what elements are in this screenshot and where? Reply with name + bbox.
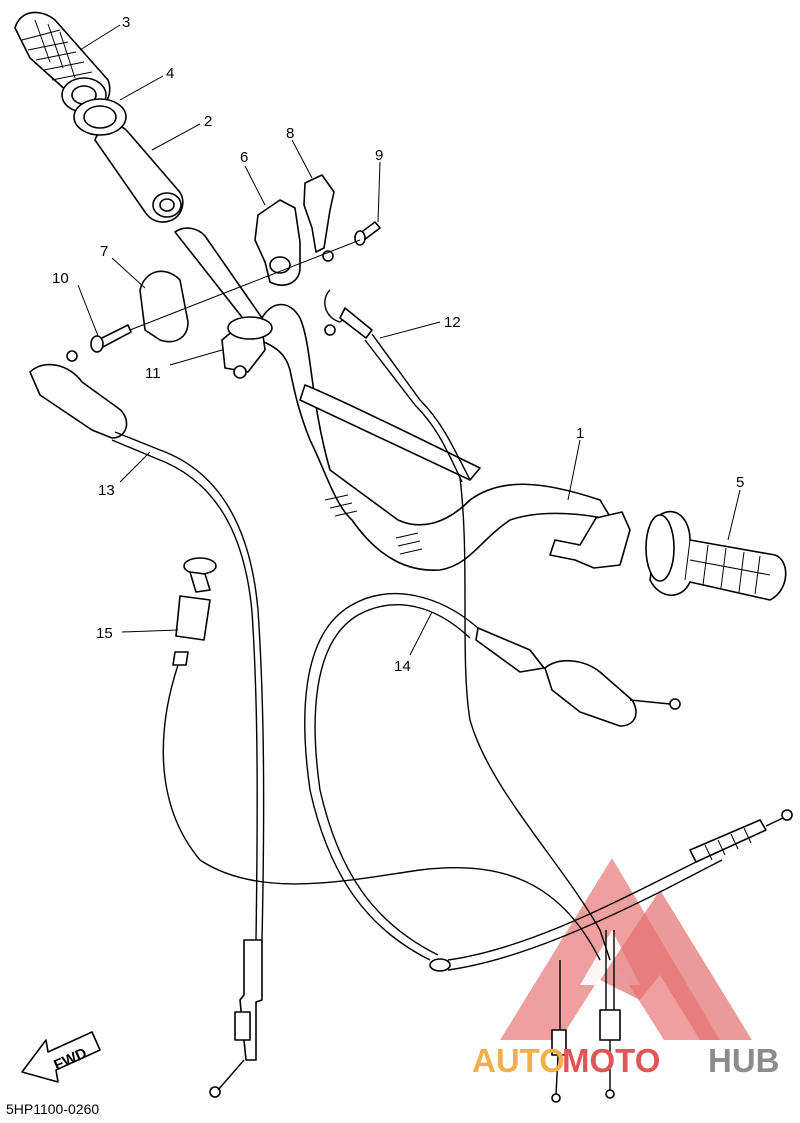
automotohub-watermark-logo: [500, 858, 752, 1040]
lever-clamp: [221, 316, 273, 379]
lower-cables: [459, 477, 621, 1103]
callout-5: 5: [736, 474, 744, 491]
screw-10: [90, 324, 132, 353]
fwd-arrow-icon: FWD: [21, 1031, 101, 1083]
handlebar: [174, 227, 613, 571]
throttle-cap: [139, 270, 189, 343]
watermark-moto: MOTO: [562, 1042, 660, 1079]
diagram-code: 5HP1100-0260: [6, 1101, 100, 1117]
grip-ring: [73, 98, 127, 136]
throttle-housing: [254, 199, 301, 286]
leader-lines: [77, 24, 741, 656]
callout-15: 15: [96, 625, 113, 642]
callout-14: 14: [394, 658, 411, 675]
callout-10: 10: [52, 270, 69, 287]
screw-9: [354, 221, 381, 246]
spring-cable: [689, 809, 793, 863]
callout-11: 11: [145, 365, 161, 382]
hot-start-cable: [162, 557, 601, 961]
choke-lever: [303, 174, 335, 262]
throttle-cable: [324, 289, 471, 483]
right-lever-holder: [549, 511, 631, 569]
callout-9: 9: [375, 147, 383, 164]
callout-13: 13: [98, 482, 115, 499]
throttle-tube: [94, 124, 184, 223]
callout-1: 1: [576, 425, 584, 442]
clutch-cable: [111, 431, 265, 1098]
watermark-text: AUTO MOTO HUB: [472, 1042, 780, 1079]
callout-4: 4: [166, 65, 174, 82]
callout-7: 7: [100, 243, 108, 260]
watermark-auto: AUTO: [472, 1042, 565, 1079]
callout-12: 12: [444, 314, 461, 331]
callout-8: 8: [286, 125, 294, 142]
callouts: 1 2 3 4 5 6 7 8 9 10 11 12 13 14 15: [52, 14, 744, 675]
callout-2: 2: [204, 113, 212, 130]
right-grip: [645, 510, 787, 601]
brake-lever-cable: [304, 593, 723, 972]
clutch-lever: [29, 350, 128, 439]
left-grip: [14, 11, 111, 113]
callout-3: 3: [122, 14, 130, 31]
callout-6: 6: [240, 149, 248, 166]
watermark-hub: HUB: [708, 1042, 780, 1079]
